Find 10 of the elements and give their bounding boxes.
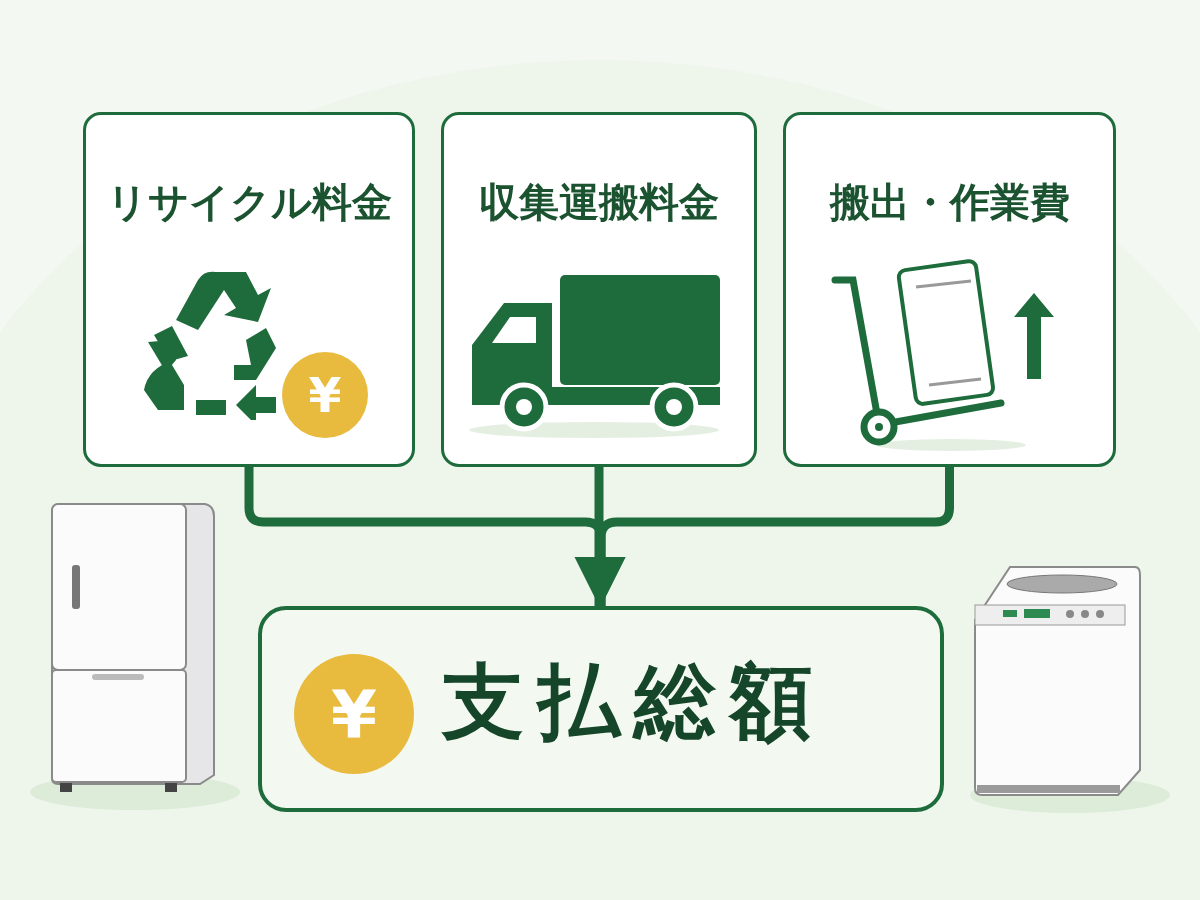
yen-coin: ¥ [282,352,368,438]
fee-card [783,112,1116,467]
yen-coin: ¥ [294,654,414,774]
card-title: リサイクル料金 [105,178,393,227]
fee-card [441,112,757,467]
total-box [258,606,944,812]
card-title: 搬出・作業費 [828,178,1071,227]
fee-card [83,112,415,467]
card-title: 支払総額 [442,653,826,751]
card-title: 収集運搬料金 [478,178,720,227]
